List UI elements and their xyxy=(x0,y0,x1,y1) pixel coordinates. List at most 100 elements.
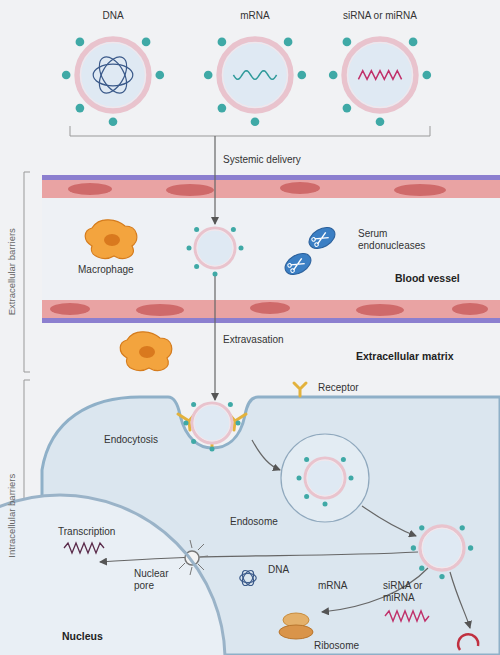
lipid-shell xyxy=(195,228,235,268)
ligand-dot xyxy=(349,476,354,481)
side-label: Intracellular barriers xyxy=(6,416,17,616)
lipid-shell xyxy=(422,528,462,568)
lipid-shell xyxy=(194,405,230,441)
ligand-dot xyxy=(297,476,302,481)
ligand-dot xyxy=(343,104,352,113)
lipid-shell xyxy=(219,39,291,111)
ligand-dot xyxy=(76,38,85,47)
ligand-dot xyxy=(76,104,85,113)
ligand-dot xyxy=(184,421,189,426)
nucleus-fill xyxy=(0,495,225,655)
ligand-dot xyxy=(109,117,118,126)
ligand-dot xyxy=(187,246,192,251)
particle-node: mRNA xyxy=(200,10,310,135)
nanoparticle xyxy=(297,457,354,506)
ligand-dot xyxy=(419,566,424,571)
callout-label: Systemic delivery xyxy=(223,154,323,166)
sirna-cargo xyxy=(358,71,401,80)
nuclear-envelope xyxy=(0,495,225,655)
particle-outline xyxy=(200,10,310,135)
ligand-dot xyxy=(218,38,227,47)
node-label: Endosome xyxy=(230,516,292,528)
arrow xyxy=(100,136,470,628)
ligand-dot xyxy=(460,525,465,530)
ligand-dot xyxy=(228,402,233,407)
ligand-dot xyxy=(409,38,418,47)
particle-node: DNA xyxy=(58,10,168,135)
ligand-dot xyxy=(236,421,241,426)
ligand-dot xyxy=(343,38,352,47)
dna-cargo xyxy=(94,52,133,97)
nanoparticle xyxy=(329,38,431,127)
nanoparticle xyxy=(240,569,257,588)
particle-outline xyxy=(325,10,435,135)
ligand-dot xyxy=(468,545,473,550)
nanoparticle xyxy=(62,38,164,127)
particle-node: siRNA or miRNA xyxy=(325,10,435,135)
ligand-dot xyxy=(204,71,213,80)
callout-label: Ribosome xyxy=(314,640,374,652)
ligand-dot xyxy=(411,545,416,550)
ligand-dot xyxy=(231,227,236,232)
lipid-shell xyxy=(197,230,233,266)
ligand-dot xyxy=(210,447,215,452)
callout-label: siRNA or miRNA xyxy=(383,580,439,604)
ligand-dot xyxy=(439,574,444,579)
dna-cargo xyxy=(240,569,256,588)
nanoparticle xyxy=(204,38,306,127)
endonuclease xyxy=(281,249,314,279)
ligand-dot xyxy=(142,38,151,47)
nucleus-node: Nucleus xyxy=(0,480,240,655)
lipid-shell xyxy=(77,39,149,111)
ligand-dot xyxy=(194,264,199,269)
dna-cargo xyxy=(240,569,256,588)
node-label: Nucleus xyxy=(62,630,122,643)
ligand-dot xyxy=(422,71,431,80)
callout-label: Macrophage xyxy=(78,264,148,276)
ligand-dot xyxy=(341,457,346,462)
endonuclease xyxy=(305,223,338,253)
ligand-dot xyxy=(191,439,196,444)
lipid-shell xyxy=(223,43,288,108)
mrna-cargo xyxy=(233,71,276,80)
macrophage xyxy=(85,220,137,259)
transcript-strand xyxy=(64,543,104,553)
node-label: DNA xyxy=(58,10,168,22)
sirna-strand xyxy=(385,611,429,621)
callout-label: Extracellular matrix xyxy=(356,350,491,363)
ligand-dot xyxy=(213,272,218,277)
callout-label: DNA xyxy=(268,564,298,576)
endosome-membrane xyxy=(281,434,369,522)
ligand-dot xyxy=(304,494,309,499)
callout-label: Nuclear pore xyxy=(134,568,176,592)
dna-cargo xyxy=(94,52,133,97)
endosome-node: Endosome xyxy=(230,430,375,540)
barrier-bracket xyxy=(24,172,30,372)
lipid-shell xyxy=(192,403,232,443)
ligand-dot xyxy=(304,457,309,462)
receptor xyxy=(178,383,306,449)
ligand-dot xyxy=(419,525,424,530)
ligand-dot xyxy=(376,117,385,126)
side-label: Extracellular barriers xyxy=(6,172,17,372)
callout-label: Transcription xyxy=(58,526,133,538)
nanoparticle xyxy=(187,227,244,276)
ligand-dot xyxy=(155,71,164,80)
callout-label: mRNA xyxy=(318,580,358,592)
node-label: siRNA or miRNA xyxy=(325,10,435,22)
callout-label: Serum endonucleases xyxy=(358,228,430,252)
particle-outline xyxy=(58,10,168,135)
node-label: mRNA xyxy=(200,10,310,22)
ribosome xyxy=(279,625,313,639)
nucleus-outline xyxy=(0,480,240,655)
ligand-dot xyxy=(251,117,260,126)
ligand-dot xyxy=(194,227,199,232)
nanoparticle xyxy=(184,402,241,451)
ligand-dot xyxy=(329,71,338,80)
risc-complex xyxy=(458,634,478,650)
ligand-dot xyxy=(284,38,293,47)
callout-label: Endocytosis xyxy=(104,434,174,446)
lipid-shell xyxy=(420,526,464,570)
ligand-dot xyxy=(62,71,71,80)
delivery-bracket xyxy=(70,126,430,136)
